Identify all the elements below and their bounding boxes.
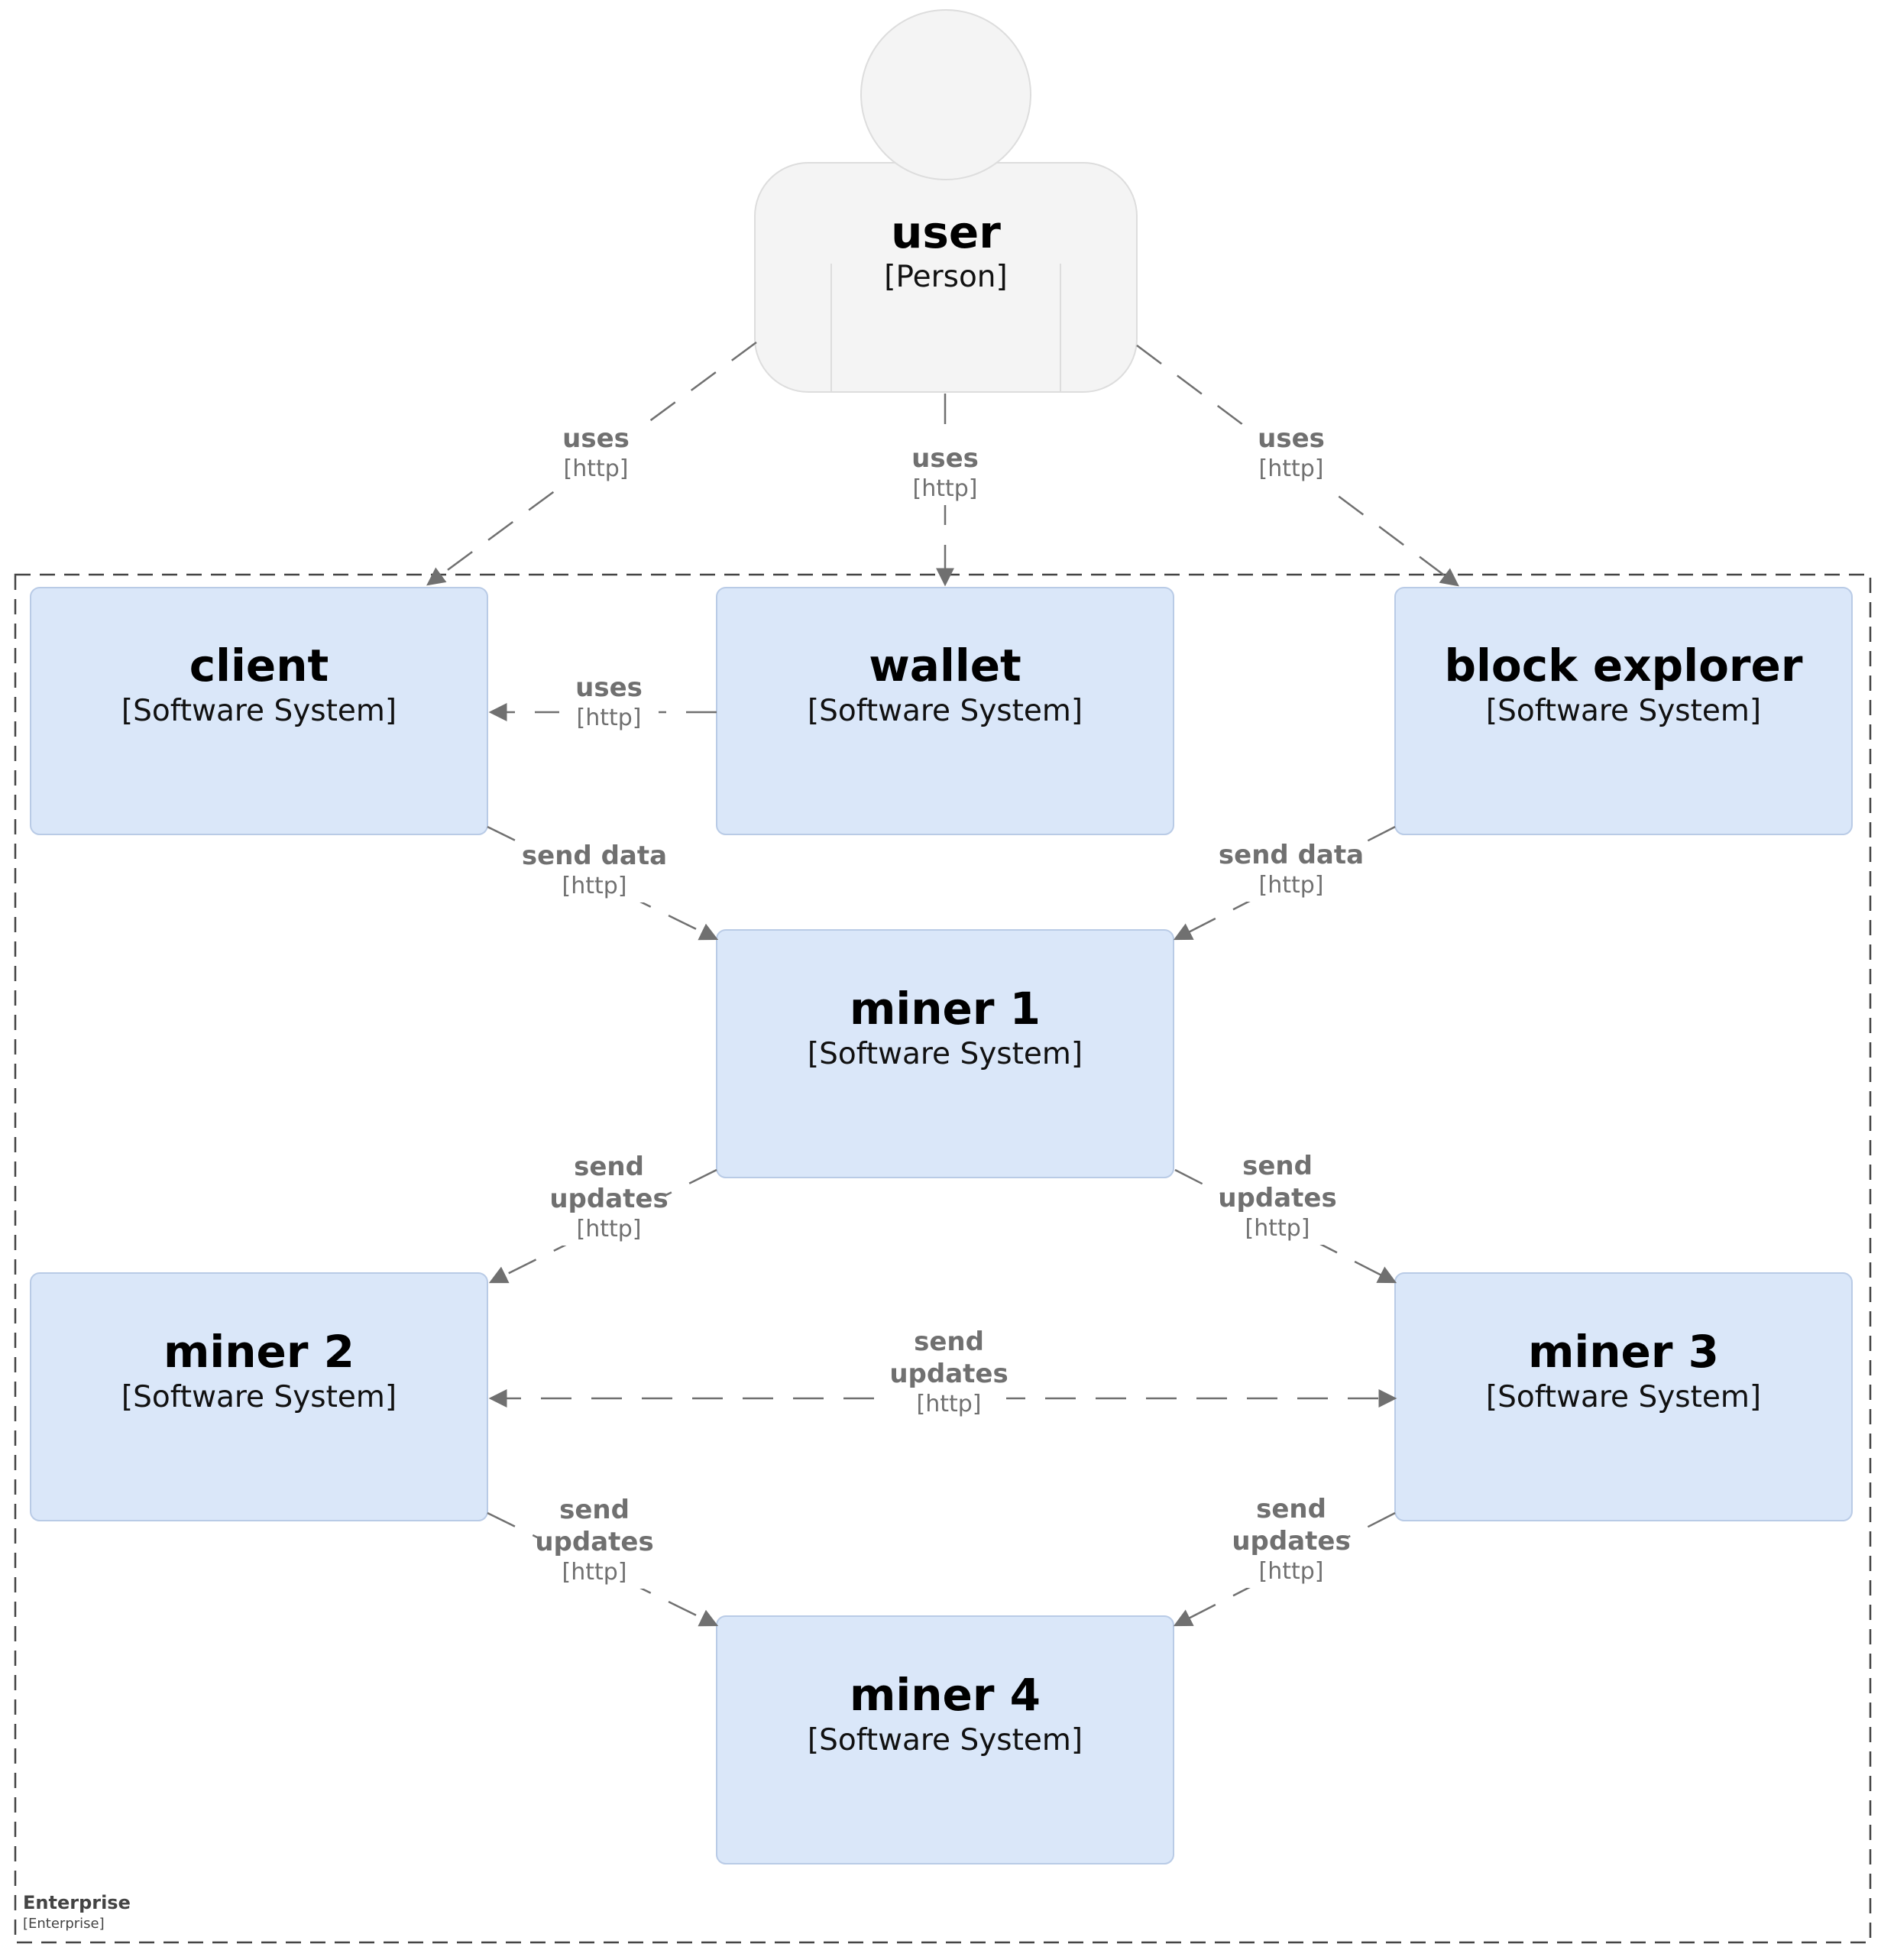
edge-label: send — [1242, 1151, 1313, 1181]
enterprise-boundary: Enterprise [Enterprise] — [14, 573, 1872, 1944]
edge-label: send data — [522, 841, 667, 871]
edge-technology: [http] — [564, 455, 629, 482]
edge-technology: [http] — [577, 1216, 642, 1242]
edge-label: updates — [889, 1359, 1008, 1389]
boundary-name: Enterprise — [23, 1892, 131, 1913]
system-type: [Software System] — [1486, 1380, 1761, 1414]
person-head-icon — [860, 9, 1031, 180]
edge-technology: [http] — [913, 475, 978, 502]
edge-label: uses — [1258, 423, 1325, 454]
edge-label-background — [1234, 1495, 1348, 1588]
system-name: block explorer — [1445, 640, 1803, 692]
edge-client-miner1: send data[http] — [487, 825, 719, 941]
system-miner-3[interactable]: miner 3 [Software System] — [1394, 1272, 1853, 1521]
edge-label-background — [892, 1327, 1006, 1421]
system-name: miner 4 — [850, 1669, 1041, 1721]
person-name: user — [891, 206, 1001, 258]
person-type: [Person] — [884, 260, 1007, 294]
edge-label: send — [559, 1495, 630, 1525]
system-name: miner 1 — [850, 983, 1041, 1035]
relationship-edges: uses[http]uses[http]uses[http]uses[http]… — [426, 341, 1459, 1627]
edge-label-background — [1219, 841, 1364, 902]
edge-technology: [http] — [1259, 872, 1324, 899]
edge-label: uses — [911, 443, 979, 474]
system-type: [Software System] — [808, 1723, 1083, 1758]
edge-label-background — [552, 1152, 666, 1246]
edge-user-client: uses[http] — [426, 341, 757, 586]
system-type: [Software System] — [808, 694, 1083, 728]
system-type: [Software System] — [121, 1380, 397, 1414]
edge-label-background — [537, 1495, 652, 1589]
edge-label-background — [546, 424, 646, 485]
edge-label-background — [1220, 1152, 1335, 1245]
edge-label: updates — [1218, 1183, 1336, 1213]
person-user[interactable]: user [Person] — [754, 9, 1138, 393]
system-miner-4[interactable]: miner 4 [Software System] — [716, 1615, 1174, 1864]
edge-technology: [http] — [562, 1559, 627, 1586]
system-type: [Software System] — [1486, 694, 1761, 728]
edge-label: uses — [575, 672, 643, 703]
system-name: wallet — [869, 640, 1021, 692]
edge-label-background — [1242, 424, 1341, 485]
edge-wallet-client: uses[http] — [488, 672, 717, 734]
edge-label: send — [914, 1327, 984, 1357]
system-block-explorer[interactable]: block explorer [Software System] — [1394, 587, 1853, 835]
edge-label-background — [895, 444, 995, 505]
system-type: [Software System] — [121, 694, 397, 728]
edge-technology: [http] — [1245, 1215, 1310, 1242]
edge-line — [1136, 344, 1459, 587]
system-wallet[interactable]: wallet [Software System] — [716, 587, 1174, 835]
edge-label-background — [559, 673, 659, 734]
edge-technology: [http] — [1259, 455, 1324, 482]
edge-technology: [http] — [917, 1391, 982, 1417]
system-name: miner 2 — [163, 1326, 355, 1378]
edge-technology: [http] — [562, 873, 627, 899]
edge-technology: [http] — [1259, 1558, 1324, 1585]
system-name: client — [189, 640, 329, 692]
edge-user-explorer: uses[http] — [1136, 344, 1459, 587]
system-type: [Software System] — [808, 1037, 1083, 1071]
edge-explorer-miner1: send data[http] — [1173, 825, 1396, 941]
system-name: miner 3 — [1528, 1326, 1719, 1378]
edge-user-wallet: uses[http] — [895, 394, 995, 587]
edge-label: updates — [1232, 1526, 1350, 1557]
edge-label: updates — [549, 1184, 668, 1214]
system-miner-2[interactable]: miner 2 [Software System] — [30, 1272, 488, 1521]
edge-technology: [http] — [577, 705, 642, 731]
edge-label: send — [574, 1152, 644, 1182]
edge-label: uses — [562, 423, 630, 454]
edge-label: send data — [1219, 840, 1364, 870]
edge-label-background — [522, 841, 667, 902]
edge-label: updates — [535, 1527, 653, 1557]
edge-label: send — [1256, 1494, 1326, 1524]
system-miner-1[interactable]: miner 1 [Software System] — [716, 929, 1174, 1178]
boundary-type: [Enterprise] — [23, 1916, 105, 1932]
system-client[interactable]: client [Software System] — [30, 587, 488, 835]
